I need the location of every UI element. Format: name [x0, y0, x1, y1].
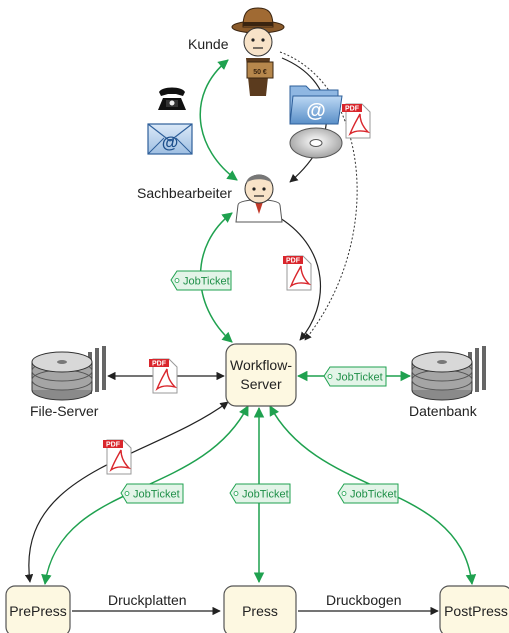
email-at-symbol: @ — [162, 133, 179, 152]
sachbearbeiter-label: Sachbearbeiter — [137, 185, 232, 201]
customer-icon: 50 € — [231, 7, 285, 96]
workflow-server-label-line1: Workflow- — [230, 357, 292, 373]
clerk-icon — [235, 174, 283, 223]
jobticket-postpress-label: JobTicket — [350, 489, 397, 501]
jobticket-press-label: JobTicket — [242, 489, 289, 501]
kunde-workflow-dotted-arrow — [279, 51, 358, 341]
prepress-box[interactable]: PrePress — [5, 585, 71, 633]
phone-icon — [158, 87, 186, 110]
workflow-server-label-line2: Server — [240, 376, 282, 392]
postpress-label: PostPress — [444, 603, 508, 619]
jobticket-tag-datenbank: JobTicket — [323, 366, 387, 387]
pdf-icon-right: PDF — [283, 255, 312, 291]
postpress-box[interactable]: PostPress — [439, 585, 509, 633]
kunde-label: Kunde — [188, 36, 229, 52]
cd-disc-icon — [289, 127, 343, 159]
workflow-server-box[interactable]: Workflow- Server — [225, 343, 297, 407]
sachbearbeiter-workflow-arrow — [279, 217, 322, 341]
kunde-sachbearbeiter-arrow — [199, 59, 238, 181]
folder-at-symbol: @ — [306, 100, 326, 122]
jobticket-prepress-label: JobTicket — [133, 489, 180, 501]
file-server-label: File-Server — [30, 403, 99, 419]
pdf-label-fileserver: PDF — [152, 361, 167, 368]
press-box[interactable]: Press — [223, 585, 297, 633]
jobticket-tag-postpress: JobTicket — [337, 483, 399, 504]
druckbogen-label: Druckbogen — [326, 592, 402, 608]
jobticket-datenbank-label: JobTicket — [336, 372, 383, 384]
folder-icon: @ — [289, 85, 343, 125]
druckplatten-label: Druckplatten — [108, 592, 187, 608]
jobticket-upper-label: JobTicket — [183, 276, 230, 288]
pdf-label-prepress: PDF — [106, 442, 121, 449]
prepress-label: PrePress — [9, 603, 67, 619]
file-server-icon — [31, 346, 106, 401]
pdf-icon-fileserver: PDF — [149, 358, 178, 394]
pdf-label-top: PDF — [345, 106, 360, 113]
press-label: Press — [242, 603, 278, 619]
database-icon — [411, 346, 486, 401]
datenbank-label: Datenbank — [409, 403, 478, 419]
jobticket-tag-upper: JobTicket — [170, 270, 232, 291]
price-tag-text: 50 € — [253, 69, 267, 76]
pdf-label-right: PDF — [286, 258, 301, 265]
jobticket-tag-prepress: JobTicket — [120, 483, 184, 504]
jobticket-tag-press: JobTicket — [229, 483, 291, 504]
pdf-icon-top: PDF — [342, 103, 371, 139]
pdf-icon-prepress: PDF — [103, 439, 132, 475]
email-envelope-icon: @ — [147, 123, 193, 155]
